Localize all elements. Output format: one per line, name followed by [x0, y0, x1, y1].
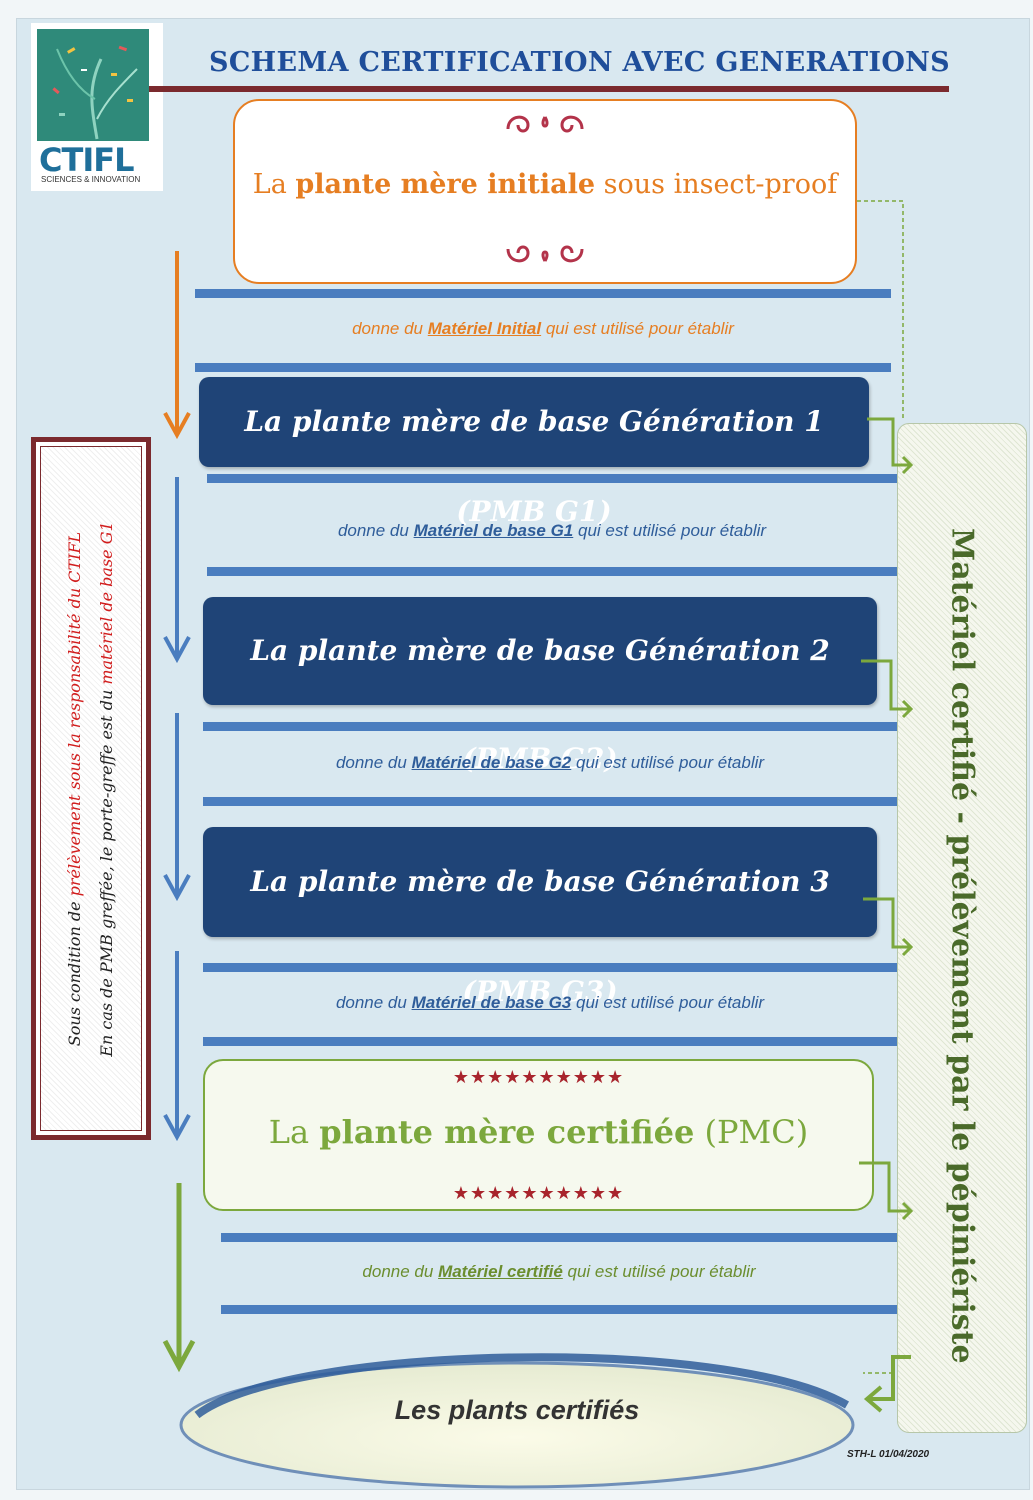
gives-text-g1: donne du Matériel de base G1 qui est uti…	[207, 521, 897, 541]
gives-pre: donne du	[335, 753, 412, 772]
band-bottom	[207, 567, 897, 576]
certified-material-column: Matériel certifié - prélèvement par le p…	[897, 423, 1027, 1433]
gives-text-g2: donne du Matériel de base G2 qui est uti…	[203, 753, 897, 773]
gives-post: qui est utilisé pour établir	[571, 753, 765, 772]
gives-link: Matériel Initial	[427, 319, 542, 338]
generation-box-g1: La plante mère de base Génération 1 (PMB…	[199, 377, 869, 528]
conditions-text: Sous condition de prélèvement sous la re…	[59, 459, 123, 1119]
condition-line-1: Sous condition de prélèvement sous la re…	[59, 459, 91, 1119]
band-top	[221, 1233, 897, 1242]
gives-text-initial: donne du Matériel Initial qui est utilis…	[195, 319, 891, 339]
certified-plants-label: Les plants certifiés	[394, 1395, 640, 1425]
band-top	[195, 289, 891, 298]
band-top	[207, 474, 897, 483]
ctifl-logo: CTIFL SCIENCES & INNOVATION	[31, 23, 163, 191]
gives-link: Matériel de base G2	[411, 753, 572, 772]
pmc-prefix: La	[268, 1113, 320, 1151]
flow-arrows	[163, 251, 191, 1142]
gives-post: qui est utilisé pour établir	[573, 521, 767, 540]
band-bottom	[221, 1305, 897, 1314]
initial-plant-box: La plante mère initiale sous insect-proo…	[233, 99, 857, 284]
band-bottom	[195, 363, 891, 372]
gives-text-certified: donne du Matériel certifié qui est utili…	[221, 1262, 897, 1282]
band-top	[203, 722, 897, 731]
logo-tagline: SCIENCES & INNOVATION	[41, 175, 141, 184]
footer-reference: STH-L 01/04/2020	[847, 1449, 930, 1460]
green-down-arrow-icon	[162, 1183, 196, 1373]
condition-2-red: matériel de base G1	[97, 520, 116, 685]
stars-bottom: ★★★★★★★★★★	[452, 1183, 625, 1203]
certified-material-label: Matériel certifié - prélèvement par le p…	[944, 528, 980, 1364]
gives-post: qui est utilisé pour établir	[562, 1262, 756, 1281]
gives-text-g3: donne du Matériel de base G3 qui est uti…	[203, 993, 897, 1013]
condition-1-red: prélèvement sous la responsabilité du CT…	[65, 531, 84, 896]
conditions-sidebar: Sous condition de prélèvement sous la re…	[31, 437, 151, 1140]
logo-mark-icon	[37, 29, 149, 141]
initial-prefix: La	[252, 169, 296, 200]
gives-link: Matériel de base G3	[411, 993, 572, 1012]
flourish-top-icon	[235, 109, 855, 147]
title-underline	[149, 86, 949, 92]
connector-arrows	[857, 200, 913, 1413]
pmc-suffix: (PMC)	[694, 1113, 809, 1151]
pmc-label: La plante mère certifiée (PMC)	[205, 1113, 872, 1151]
gives-pre: donne du	[362, 1262, 439, 1281]
flourish-bottom-icon	[235, 239, 855, 277]
stars-top: ★★★★★★★★★★	[452, 1067, 625, 1087]
page-title: SCHEMA CERTIFICATION AVEC GENERATIONS	[209, 47, 950, 78]
condition-1-pre: Sous condition de	[65, 895, 84, 1046]
condition-line-2: En cas de PMB greffée, le porte-greffe e…	[91, 459, 123, 1119]
generation-box-g2: La plante mère de base Génération 2 (PMB…	[203, 597, 877, 775]
logo-wordmark: CTIFL	[39, 141, 134, 179]
gives-post: qui est utilisé pour établir	[541, 319, 734, 338]
page: CTIFL SCIENCES & INNOVATION SCHEMA CERTI…	[16, 18, 1030, 1490]
generation-box-g3: La plante mère de base Génération 3 (PMB…	[203, 827, 877, 1008]
band-bottom	[203, 1037, 897, 1046]
gives-pre: donne du	[337, 521, 414, 540]
condition-2-pre: En cas de PMB greffée, le porte-greffe e…	[97, 684, 116, 1057]
certified-mother-plant-box: ★★★★★★★★★★ La plante mère certifiée (PMC…	[203, 1059, 874, 1211]
band-bottom	[203, 797, 897, 806]
gives-pre: donne du	[335, 993, 412, 1012]
pmc-bold: plante mère certifiée	[319, 1113, 695, 1151]
initial-suffix: sous insect-proof	[595, 169, 838, 200]
gives-pre: donne du	[352, 319, 428, 338]
initial-bold: plante mère initiale	[295, 169, 596, 200]
gives-link: Matériel de base G1	[413, 521, 574, 540]
certified-plants-ellipse: Les plants certifiés	[167, 1335, 867, 1495]
initial-plant-label: La plante mère initiale sous insect-proo…	[235, 169, 855, 200]
band-top	[203, 963, 897, 972]
gives-link: Matériel certifié	[438, 1262, 563, 1281]
gives-post: qui est utilisé pour établir	[571, 993, 765, 1012]
